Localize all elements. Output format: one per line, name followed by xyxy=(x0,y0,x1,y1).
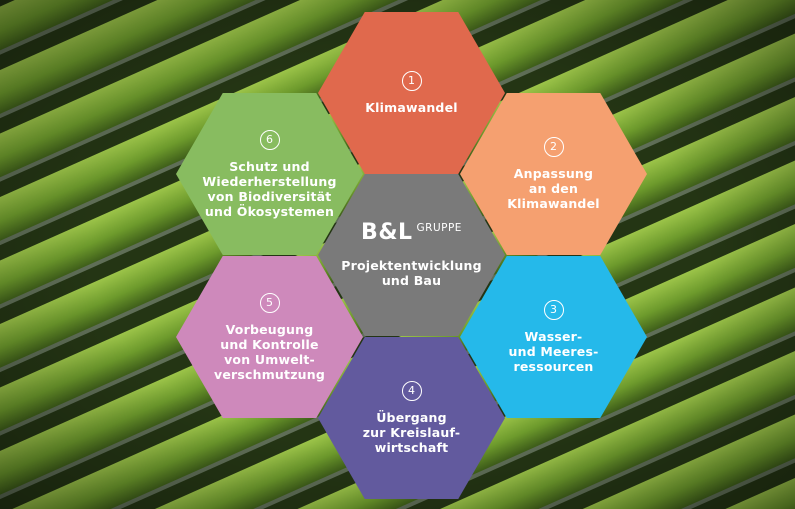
goal-number-badge: 6 xyxy=(259,129,280,150)
center-label: Projektentwicklung und Bau xyxy=(341,258,482,288)
goal-label: Schutz und Wiederherstellung von Biodive… xyxy=(202,158,337,219)
goal-label: Klimawandel xyxy=(365,100,458,115)
goal-number-badge: 5 xyxy=(259,292,280,313)
goal-label: Übergang zur Kreislauf- wirtschaft xyxy=(362,410,461,455)
goal-number-badge: 1 xyxy=(401,71,422,91)
goal-number-badge: 2 xyxy=(543,137,564,157)
goal-label: Wasser- und Meeres- ressourcen xyxy=(508,329,599,374)
bl-gruppe-logo: B&L GRUPPE xyxy=(361,222,462,244)
logo-sub-text: GRUPPE xyxy=(416,222,462,234)
goal-label: Anpassung an den Klimawandel xyxy=(507,166,600,211)
goal-label: Vorbeugung und Kontrolle von Umwelt- ver… xyxy=(213,321,326,382)
logo-main-text: B&L xyxy=(361,220,413,245)
goal-number-badge: 4 xyxy=(401,381,422,401)
goal-number-badge: 3 xyxy=(543,300,564,320)
